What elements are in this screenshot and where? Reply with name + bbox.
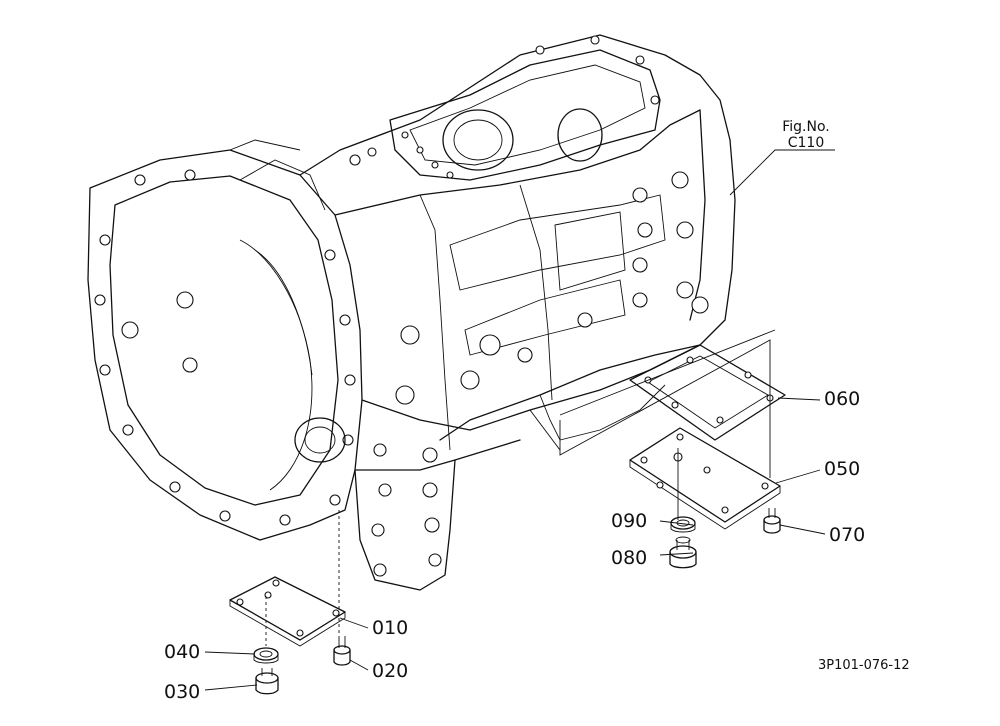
seal-washer-090 — [670, 516, 696, 533]
cover-plate-050 — [629, 427, 781, 530]
bolt-020 — [333, 636, 351, 666]
figure-reference: Fig.No. C110 — [776, 119, 836, 151]
bolt-070 — [763, 508, 781, 534]
callout-060: 060 — [824, 388, 861, 410]
callout-050: 050 — [824, 458, 861, 480]
leader-lines — [204, 149, 835, 691]
callout-090: 090 — [611, 510, 648, 532]
seal-washer-040 — [253, 647, 279, 664]
drawing-code: 3P101-076-12 — [818, 658, 910, 673]
plug-080 — [669, 536, 697, 569]
callout-020: 020 — [372, 660, 409, 682]
transmission-case — [87, 34, 736, 591]
figure-reference-number: C110 — [787, 135, 825, 152]
callout-070: 070 — [829, 524, 866, 546]
callout-040: 040 — [164, 641, 201, 663]
callout-030: 030 — [164, 681, 201, 703]
callout-080: 080 — [611, 547, 648, 569]
plug-030 — [255, 668, 279, 695]
gasket-060 — [629, 344, 786, 441]
figure-reference-label: Fig.No. — [782, 119, 830, 135]
callout-010: 010 — [372, 617, 409, 639]
cover-plate-010 — [229, 576, 346, 647]
